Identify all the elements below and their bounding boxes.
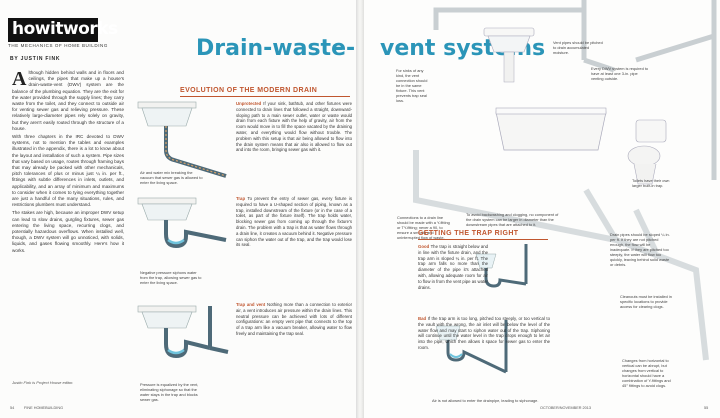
section-logo: howitworks bbox=[8, 18, 118, 42]
good-trap-illustration bbox=[475, 244, 528, 288]
caption-unprotected: Air and water mix breaking the vacuum th… bbox=[140, 170, 203, 185]
left-page-number: 54 bbox=[10, 406, 15, 410]
toilet bbox=[627, 119, 667, 185]
label-drain-slope: Drain pipes should be sloped ¼ in. per f… bbox=[610, 232, 670, 267]
bad-body: If the trap arm is too long, pitched too… bbox=[418, 316, 550, 350]
bathtub bbox=[495, 107, 607, 151]
label-vent-pitch: Vent pipes should be pitched to drain ac… bbox=[553, 40, 603, 55]
good-trap-text: Good The trap is straight below and in l… bbox=[418, 244, 488, 290]
unprotected-text: Unprotected If your sink, bathtub, and o… bbox=[236, 101, 352, 153]
caption-bad-trap: Air is not allowed to enter the drainpip… bbox=[432, 398, 539, 403]
trap-sink-illustration bbox=[137, 197, 227, 249]
drain-pipes bbox=[413, 150, 709, 361]
left-footer-title: FINE HOMEBUILDING bbox=[24, 406, 64, 410]
trap-body: To prevent the entry of sewer gas, every… bbox=[236, 196, 352, 248]
headline-part-1: Drain-waste- bbox=[196, 36, 356, 61]
label-toilet-trap: Toilets have their own larger built-in t… bbox=[632, 178, 670, 188]
trap-text: Trap To prevent the entry of sewer gas, … bbox=[236, 196, 352, 248]
vent-subhead: Trap and vent bbox=[236, 302, 266, 307]
paragraph-1-text: lthough hidden behind walls and in floor… bbox=[12, 70, 124, 131]
bad-trap-text: Bad If the trap arm is too long, pitched… bbox=[418, 316, 550, 351]
paragraph-2: With three chapters in the IRC devoted t… bbox=[12, 134, 124, 208]
unprotected-body: If your sink, bathtub, and other fixture… bbox=[236, 101, 352, 153]
right-footer-title: OCTOBER/NOVEMBER 2013 bbox=[540, 406, 591, 410]
caption-trap: Negative pressure siphons water from the… bbox=[140, 270, 202, 285]
label-sink-vent: For sinks of any kind, the vent connecti… bbox=[396, 68, 428, 103]
label-direction-changes: Changes from horizontal to vertical can … bbox=[622, 358, 671, 388]
sink-illustrations bbox=[137, 101, 229, 359]
label-pipe-diameter: To avoid backwashing and clogging, no co… bbox=[466, 212, 559, 227]
bad-subhead: Bad bbox=[418, 316, 427, 321]
label-cleanouts: Cleanouts must be installed in specific … bbox=[620, 294, 672, 309]
evolution-rule bbox=[180, 96, 350, 97]
paragraph-3: The stakes are high, because an improper… bbox=[12, 210, 124, 253]
byline: BY JUSTIN FINK bbox=[10, 56, 61, 62]
good-subhead: Good bbox=[418, 244, 430, 249]
vent-pipes bbox=[433, 0, 717, 180]
label-main-vent: Every DWV system is required to have at … bbox=[591, 66, 649, 81]
trap-right-rule bbox=[418, 239, 548, 240]
right-page-number: 55 bbox=[704, 406, 709, 410]
logo-subtitle: THE MECHANICS OF HOME BUILDING bbox=[8, 43, 109, 48]
author-credit: Justin Fink is Project House editor. bbox=[12, 380, 74, 385]
bad-trap-illustration bbox=[435, 320, 508, 374]
trap-subhead: Trap bbox=[236, 196, 246, 201]
headline-part-2: - bbox=[334, 36, 344, 61]
dwv-system-diagram bbox=[413, 0, 717, 374]
trap-right-heading: GETTING THE TRAP RIGHT bbox=[418, 230, 519, 237]
page-gutter bbox=[356, 0, 364, 418]
unprotected-subhead: Unprotected bbox=[236, 101, 262, 106]
logo-text: howitworks bbox=[12, 19, 118, 39]
pedestal-sink bbox=[483, 27, 535, 83]
vent-text: Trap and vent Nothing more than a connec… bbox=[236, 302, 352, 337]
good-body: The trap is straight below and in line w… bbox=[418, 244, 488, 290]
right-page bbox=[362, 0, 720, 418]
trap-and-vent-sink-illustration bbox=[137, 305, 229, 359]
drop-cap: A bbox=[12, 68, 27, 90]
caption-trap-and-vent: Pressure is equalized by the vent, elimi… bbox=[140, 382, 199, 402]
evolution-heading: EVOLUTION OF THE MODERN DRAIN bbox=[180, 87, 318, 94]
unprotected-sink-illustration bbox=[137, 101, 227, 178]
vent-body: Nothing more than a connection to exteri… bbox=[236, 302, 353, 336]
label-fittings: Connections to a drain line should be ma… bbox=[397, 215, 450, 240]
